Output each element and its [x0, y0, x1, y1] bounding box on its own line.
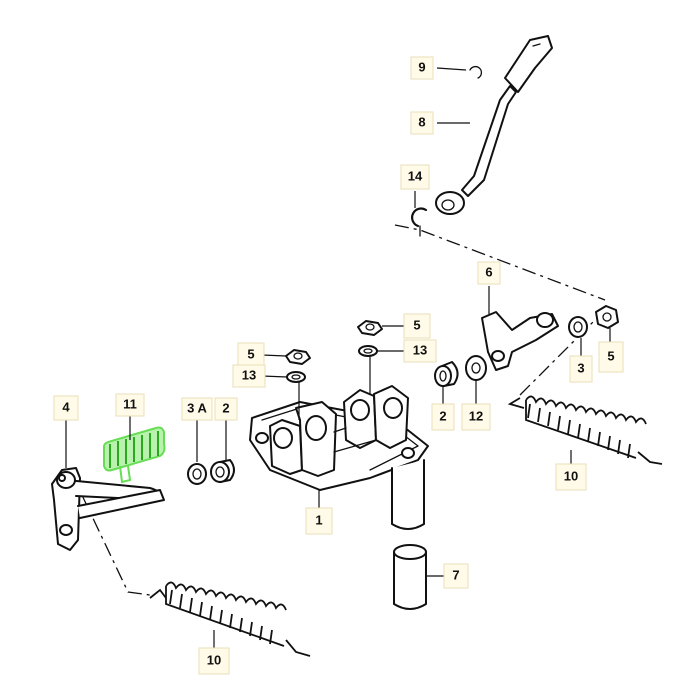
callout-2-left: 2: [214, 397, 238, 421]
callout-3-right: 3: [569, 355, 593, 383]
callout-label-2-left: 2: [222, 400, 229, 415]
callout-14: 14: [400, 164, 430, 190]
callout-13-left: 13: [232, 364, 266, 388]
callout-label-9: 9: [418, 59, 425, 74]
callout-label-13-left: 13: [242, 367, 256, 382]
callout-label-1: 1: [315, 512, 322, 527]
part-14-retaining-clip[interactable]: [411, 207, 428, 237]
callout-label-5-left: 5: [247, 346, 254, 361]
callout-10-right: 10: [555, 463, 587, 491]
leader-lines: [65, 67, 611, 650]
part-2-bushing-left[interactable]: [210, 459, 235, 483]
callout-10-bottom: 10: [198, 647, 230, 675]
part-3a-washer[interactable]: [187, 463, 207, 485]
callout-label-14: 14: [408, 168, 423, 183]
callout-label-12: 12: [469, 408, 483, 423]
callout-label-10-bottom: 10: [207, 652, 221, 667]
callout-label-3: 3: [577, 360, 584, 375]
callout-label-5-mid: 5: [413, 317, 420, 332]
part-13-washer-mid[interactable]: [358, 345, 378, 357]
callout-1: 1: [305, 507, 333, 535]
assembly-guide-lines: [69, 224, 606, 596]
part-7-sleeve[interactable]: [393, 544, 427, 610]
callout-5-right: 5: [598, 341, 624, 373]
callout-12: 12: [461, 403, 491, 431]
part-6-selector-lever[interactable]: [481, 311, 559, 371]
part-13-washer-left[interactable]: [286, 371, 306, 383]
callout-2-right: 2: [431, 403, 455, 431]
part-3-washer-right[interactable]: [568, 316, 588, 338]
part-11-torsion-spring[interactable]: [103, 426, 166, 484]
part-1-bracket-housing[interactable]: [249, 385, 429, 530]
callout-label-13-mid: 13: [413, 342, 427, 357]
callout-label-10-right: 10: [564, 468, 578, 483]
callout-4: 4: [53, 395, 79, 421]
callout-6: 6: [477, 261, 501, 285]
callout-8: 8: [410, 111, 434, 135]
callout-label-3a: 3 A: [187, 400, 207, 415]
part-4-lever[interactable]: [51, 467, 165, 551]
callout-label-4: 4: [62, 399, 70, 414]
part-5-nut-mid[interactable]: [357, 320, 383, 336]
part-10-spring-right[interactable]: [507, 395, 663, 465]
part-2-bushing-right[interactable]: [434, 361, 459, 387]
callout-5-left: 5: [237, 342, 265, 368]
callout-label-11: 11: [123, 396, 137, 411]
callout-3a: 3 A: [181, 397, 213, 421]
callout-label-6: 6: [485, 264, 492, 279]
callout-7: 7: [443, 563, 469, 589]
part-5-nut-left[interactable]: [285, 349, 311, 365]
part-8-shift-rod[interactable]: [435, 35, 553, 215]
part-10-spring-bottom[interactable]: [149, 581, 311, 657]
callout-label-5-right: 5: [607, 348, 614, 363]
callout-label-8: 8: [418, 114, 425, 129]
callout-label-7: 7: [452, 567, 459, 582]
part-12-washer[interactable]: [465, 355, 487, 381]
part-5-nut-right[interactable]: [595, 305, 619, 329]
callout-5-mid: 5: [403, 313, 431, 339]
callout-label-2-right: 2: [439, 408, 446, 423]
part-9-clip[interactable]: [469, 66, 482, 79]
callout-11: 11: [115, 393, 145, 417]
callout-9: 9: [410, 56, 434, 80]
callout-13-mid: 13: [403, 339, 437, 363]
